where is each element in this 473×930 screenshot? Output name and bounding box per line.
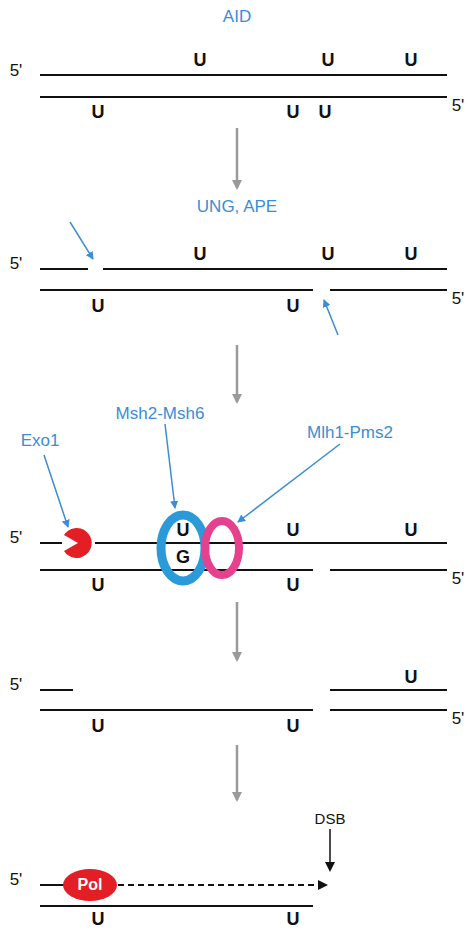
uracil-mark: U: [322, 51, 335, 69]
protein-label: Msh2-Msh6: [116, 405, 205, 422]
base-mark: G: [176, 548, 190, 566]
protein-label: Mlh1-Pms2: [307, 424, 393, 441]
uracil-mark: U: [405, 245, 418, 263]
strand-end-label: 5': [10, 529, 23, 546]
uracil-mark: U: [319, 103, 332, 121]
uracil-mark: U: [92, 103, 105, 121]
uracil-mark: U: [405, 668, 418, 686]
uracil-mark: U: [287, 576, 300, 594]
uracil-mark: U: [287, 521, 300, 539]
strand-end-label: 5': [452, 290, 465, 307]
polymerase-oval: Pol: [63, 869, 117, 901]
strand-end-label: 5': [452, 710, 465, 727]
uracil-mark: U: [194, 51, 207, 69]
uracil-mark: U: [177, 521, 190, 539]
uracil-mark: U: [92, 576, 105, 594]
uracil-mark: U: [92, 910, 105, 928]
uracil-mark: U: [322, 245, 335, 263]
break-label: DSB: [315, 811, 346, 826]
protein-label: AID: [223, 8, 251, 25]
uracil-mark: U: [287, 717, 300, 735]
uracil-mark: U: [92, 717, 105, 735]
strand-end-label: 5': [10, 676, 23, 693]
uracil-mark: U: [287, 297, 300, 315]
protein-label: UNG, APE: [197, 198, 277, 215]
strand-end-label: 5': [452, 97, 465, 114]
uracil-mark: U: [287, 910, 300, 928]
uracil-mark: U: [405, 51, 418, 69]
strand-end-label: 5': [10, 62, 23, 79]
uracil-mark: U: [194, 245, 207, 263]
strand-end-label: 5': [10, 871, 23, 888]
uracil-mark: U: [92, 297, 105, 315]
strand-end-label: 5': [10, 255, 23, 272]
uracil-mark: U: [405, 521, 418, 539]
node-text: Pol: [78, 877, 103, 893]
strand-end-label: 5': [452, 570, 465, 587]
protein-label: Exo1: [21, 432, 60, 449]
uracil-mark: U: [287, 103, 300, 121]
